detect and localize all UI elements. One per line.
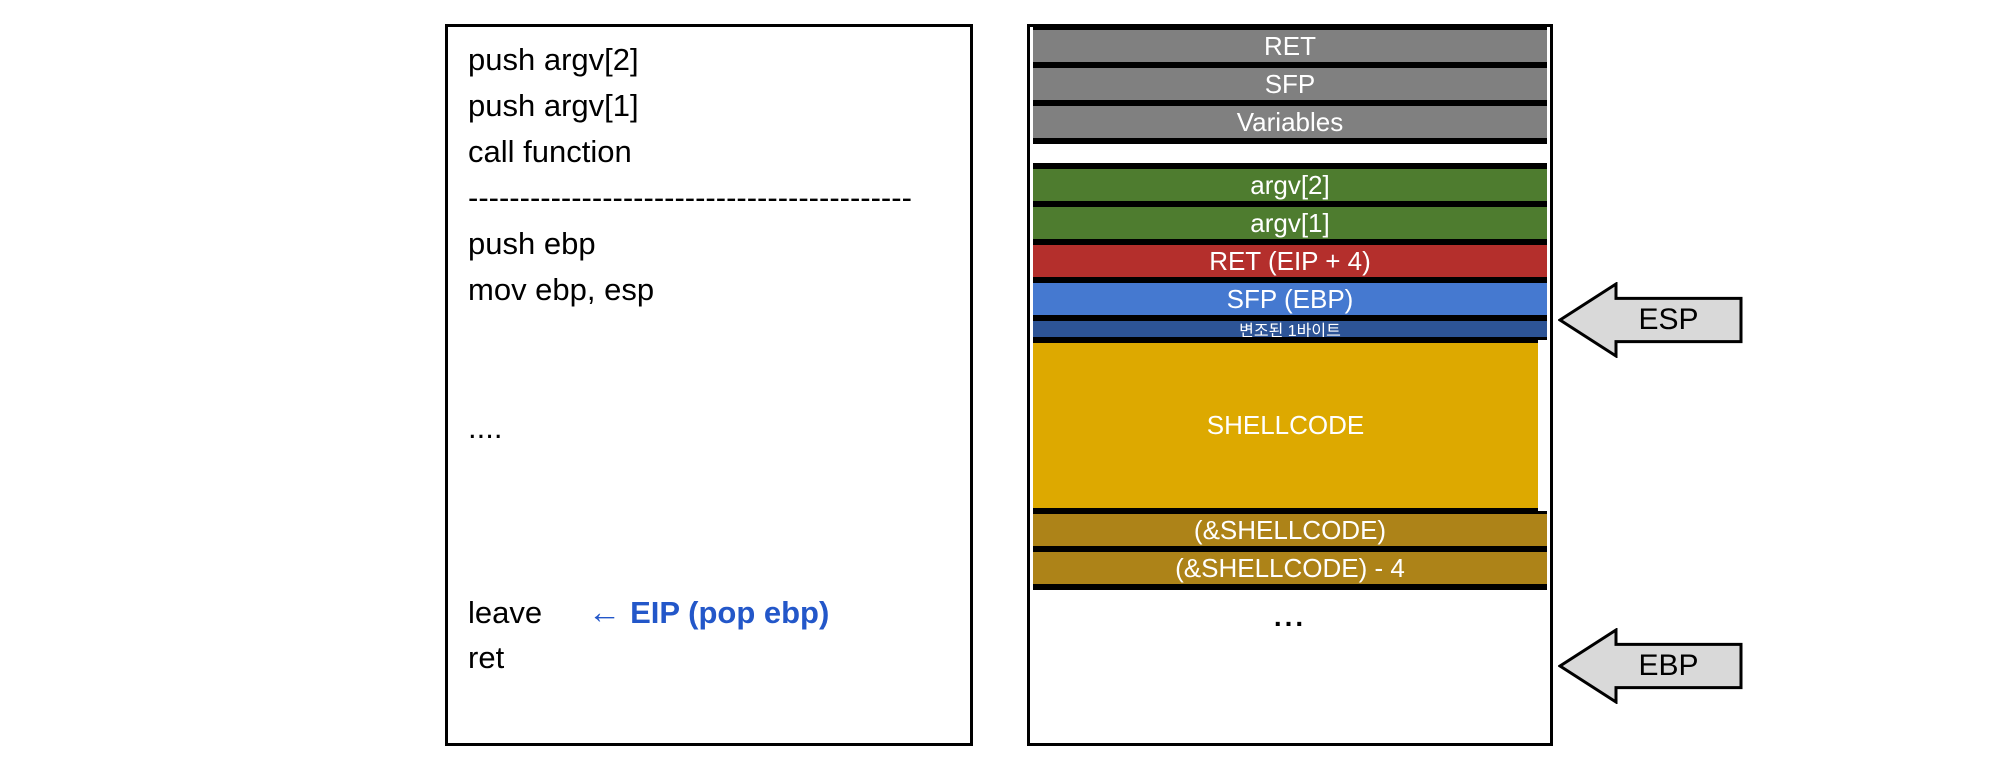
code-line [468, 497, 962, 543]
stack-band-variables: Variables [1033, 103, 1547, 141]
left-arrow-shape-icon [1557, 627, 1743, 705]
code-line [468, 543, 962, 589]
stack-band-addr-shellcode-4: (&SHELLCODE) - 4 [1033, 549, 1547, 587]
stack-band-label: SHELLCODE [1206, 410, 1365, 440]
stack-band-label: RET (EIP + 4) [1209, 245, 1371, 276]
code-line: leave [468, 595, 543, 630]
code-line: push ebp [468, 226, 596, 261]
stack-band-ret-eip-4: RET (EIP + 4) [1033, 242, 1547, 280]
stack-band-addr-shellcode: (&SHELLCODE) [1033, 511, 1547, 549]
stack-band-gap [1033, 141, 1547, 166]
eip-annotation: ←EIP (pop ebp) [588, 589, 829, 636]
stack-band-ret-caller: RET [1033, 27, 1547, 65]
stack-band-label: argv[2] [1250, 169, 1330, 200]
stack-band-label: argv[1] [1250, 207, 1330, 238]
stack-band-shellcode: SHELLCODE [1033, 340, 1538, 511]
code-line [468, 451, 962, 497]
stack-band-label: (&SHELLCODE) [1193, 514, 1387, 545]
stack-band-label: 변조된 1바이트 [1239, 323, 1341, 340]
eip-annotation-label: EIP (pop ebp) [630, 595, 830, 630]
stack-band-argv2: argv[2] [1033, 166, 1547, 204]
stack-band-sfp-ebp: SFP (EBP) [1033, 280, 1547, 318]
callout-arrow-ebp: EBP [1557, 627, 1743, 705]
code-line: push argv[2] [468, 42, 639, 77]
callout-arrow-esp: ESP [1557, 281, 1743, 359]
stack-band-label: RET [1264, 30, 1316, 61]
stack-band-argv1: argv[1] [1033, 204, 1547, 242]
stack-band-label: ... [1273, 600, 1307, 632]
stack-panel: RET SFP Variables argv[2] argv[1] RET (EIP + … [1027, 24, 1553, 746]
code-line: ret [468, 640, 505, 675]
code-panel: push argv[2] push argv[1] call function ---… [445, 24, 973, 746]
code-line-list: push argv[2] push argv[1] call function ---… [468, 37, 962, 737]
code-line [468, 313, 962, 359]
left-arrow-shape-icon [1557, 281, 1743, 359]
code-divider: ----------------------------------------… [468, 180, 912, 215]
code-line-leave-with-eip-marker: leave ←EIP (pop ebp) [468, 589, 962, 635]
stack-band-tail-ellipsis: ... [1033, 587, 1547, 643]
stack-band-label: SFP (EBP) [1226, 283, 1354, 314]
stack-band-label: (&SHELLCODE) - 4 [1175, 552, 1405, 583]
code-line: push argv[1] [468, 88, 639, 123]
code-line: mov ebp, esp [468, 272, 655, 307]
left-arrow-icon: ← [588, 593, 622, 630]
stack-band-sfp-caller: SFP [1033, 65, 1547, 103]
stack-band-label: SFP [1264, 68, 1316, 99]
code-line: call function [468, 134, 632, 169]
stack-band-tampered-byte: 변조된 1바이트 [1033, 318, 1547, 340]
code-line [468, 359, 962, 405]
stack-band-label: Variables [1236, 106, 1344, 137]
code-line: .... [468, 410, 503, 445]
